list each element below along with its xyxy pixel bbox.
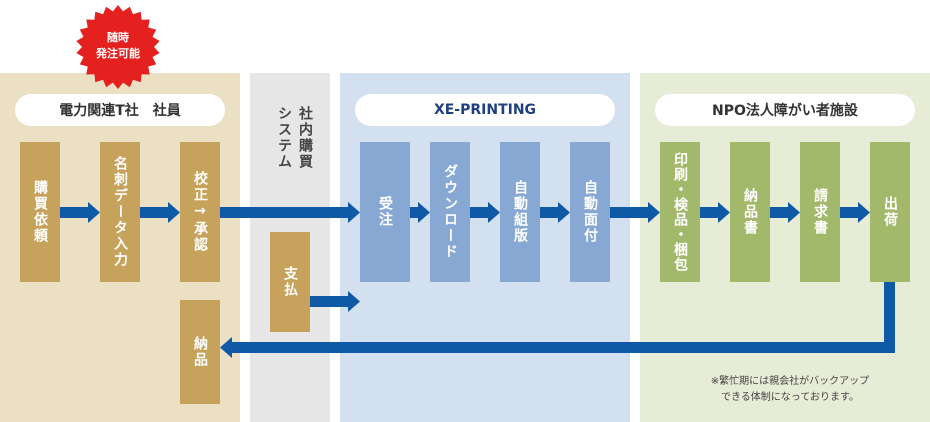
step-juchu: 受注 — [360, 142, 410, 282]
arrow-shaft-7 — [610, 207, 648, 218]
step-nouhin-receive: 納品 — [180, 300, 220, 404]
arrow-shaft-2 — [140, 207, 168, 218]
lane-title-xe-printing: XE-PRINTING — [355, 94, 615, 126]
return-arrow-head — [220, 337, 232, 358]
step-download: ダウンロード — [430, 142, 470, 282]
step-meishi-data: 名刺データ入力 — [100, 142, 140, 282]
arrow-head-10 — [858, 202, 870, 223]
step-nouhinsho-label: 納品書 — [742, 188, 758, 236]
step-nouhin-receive-label: 納品 — [192, 336, 208, 368]
footnote: ※繁忙期には親会社がバックアップ できる体制になっております。 — [655, 374, 925, 406]
step-shukka: 出荷 — [870, 142, 910, 282]
arrow-shaft-9 — [770, 207, 788, 218]
step-shukka-label: 出荷 — [882, 196, 898, 228]
badge-text: 随時 発注可能 — [75, 30, 161, 62]
step-kobai-irai-label: 購買依頼 — [32, 180, 48, 244]
return-horizontal — [232, 342, 895, 353]
lane-title-npo: NPO法人障がい者施設 — [655, 94, 915, 126]
step-seikyusho: 請求書 — [800, 142, 840, 282]
arrow-shaft-8 — [700, 207, 718, 218]
step-jidou-menzuke-label: 自動面付 — [582, 180, 598, 244]
lane-title-system-line1: 社内購買 — [297, 106, 313, 170]
step-juchu-label: 受注 — [377, 196, 393, 228]
step-jidou-kumihan: 自動組版 — [500, 142, 540, 282]
arrow-shaft-5 — [470, 207, 488, 218]
arrow-head-6 — [558, 202, 570, 223]
arrow-head-3 — [348, 202, 360, 223]
arrow-shaft-10 — [840, 207, 858, 218]
step-seikyusho-label: 請求書 — [812, 188, 828, 236]
arrow-head-8 — [718, 202, 730, 223]
step-insatsu-label: 印刷・検品・梱包 — [672, 152, 688, 272]
arrow-head-2 — [168, 202, 180, 223]
arrow-head-4 — [418, 202, 430, 223]
arrow-head-1 — [88, 202, 100, 223]
badge-line1: 随時 — [107, 31, 129, 44]
step-nouhinsho: 納品書 — [730, 142, 770, 282]
arrow-shaft-1 — [60, 207, 88, 218]
arrow-head-payment — [348, 291, 360, 312]
arrow-shaft-3 — [220, 207, 348, 218]
step-insatsu: 印刷・検品・梱包 — [660, 142, 700, 282]
badge-starburst-icon — [76, 5, 160, 89]
step-meishi-data-label: 名刺データ入力 — [112, 156, 128, 268]
step-kousei-shounin-label: 校正→承認 — [192, 171, 208, 253]
step-kousei-shounin: 校正→承認 — [180, 142, 220, 282]
step-download-label: ダウンロード — [442, 164, 458, 260]
arrow-shaft-4 — [410, 207, 418, 218]
step-jidou-menzuke: 自動面付 — [570, 142, 610, 282]
step-jidou-kumihan-label: 自動組版 — [512, 180, 528, 244]
lane-title-denryoku: 電力関連T社 社員 — [15, 94, 225, 126]
arrow-head-7 — [648, 202, 660, 223]
arrow-shaft-payment — [310, 296, 348, 307]
lane-title-system-line2: システム — [276, 106, 292, 170]
badge-line2: 発注可能 — [96, 47, 140, 60]
step-shiharai: 支払 — [270, 232, 310, 332]
arrow-head-5 — [488, 202, 500, 223]
return-vertical — [884, 280, 895, 353]
arrow-head-9 — [788, 202, 800, 223]
arrow-shaft-6 — [540, 207, 558, 218]
footnote-line2: できる体制になっております。 — [721, 392, 859, 403]
footnote-line1: ※繁忙期には親会社がバックアップ — [710, 376, 870, 387]
step-shiharai-label: 支払 — [282, 266, 298, 298]
step-kobai-irai: 購買依頼 — [20, 142, 60, 282]
